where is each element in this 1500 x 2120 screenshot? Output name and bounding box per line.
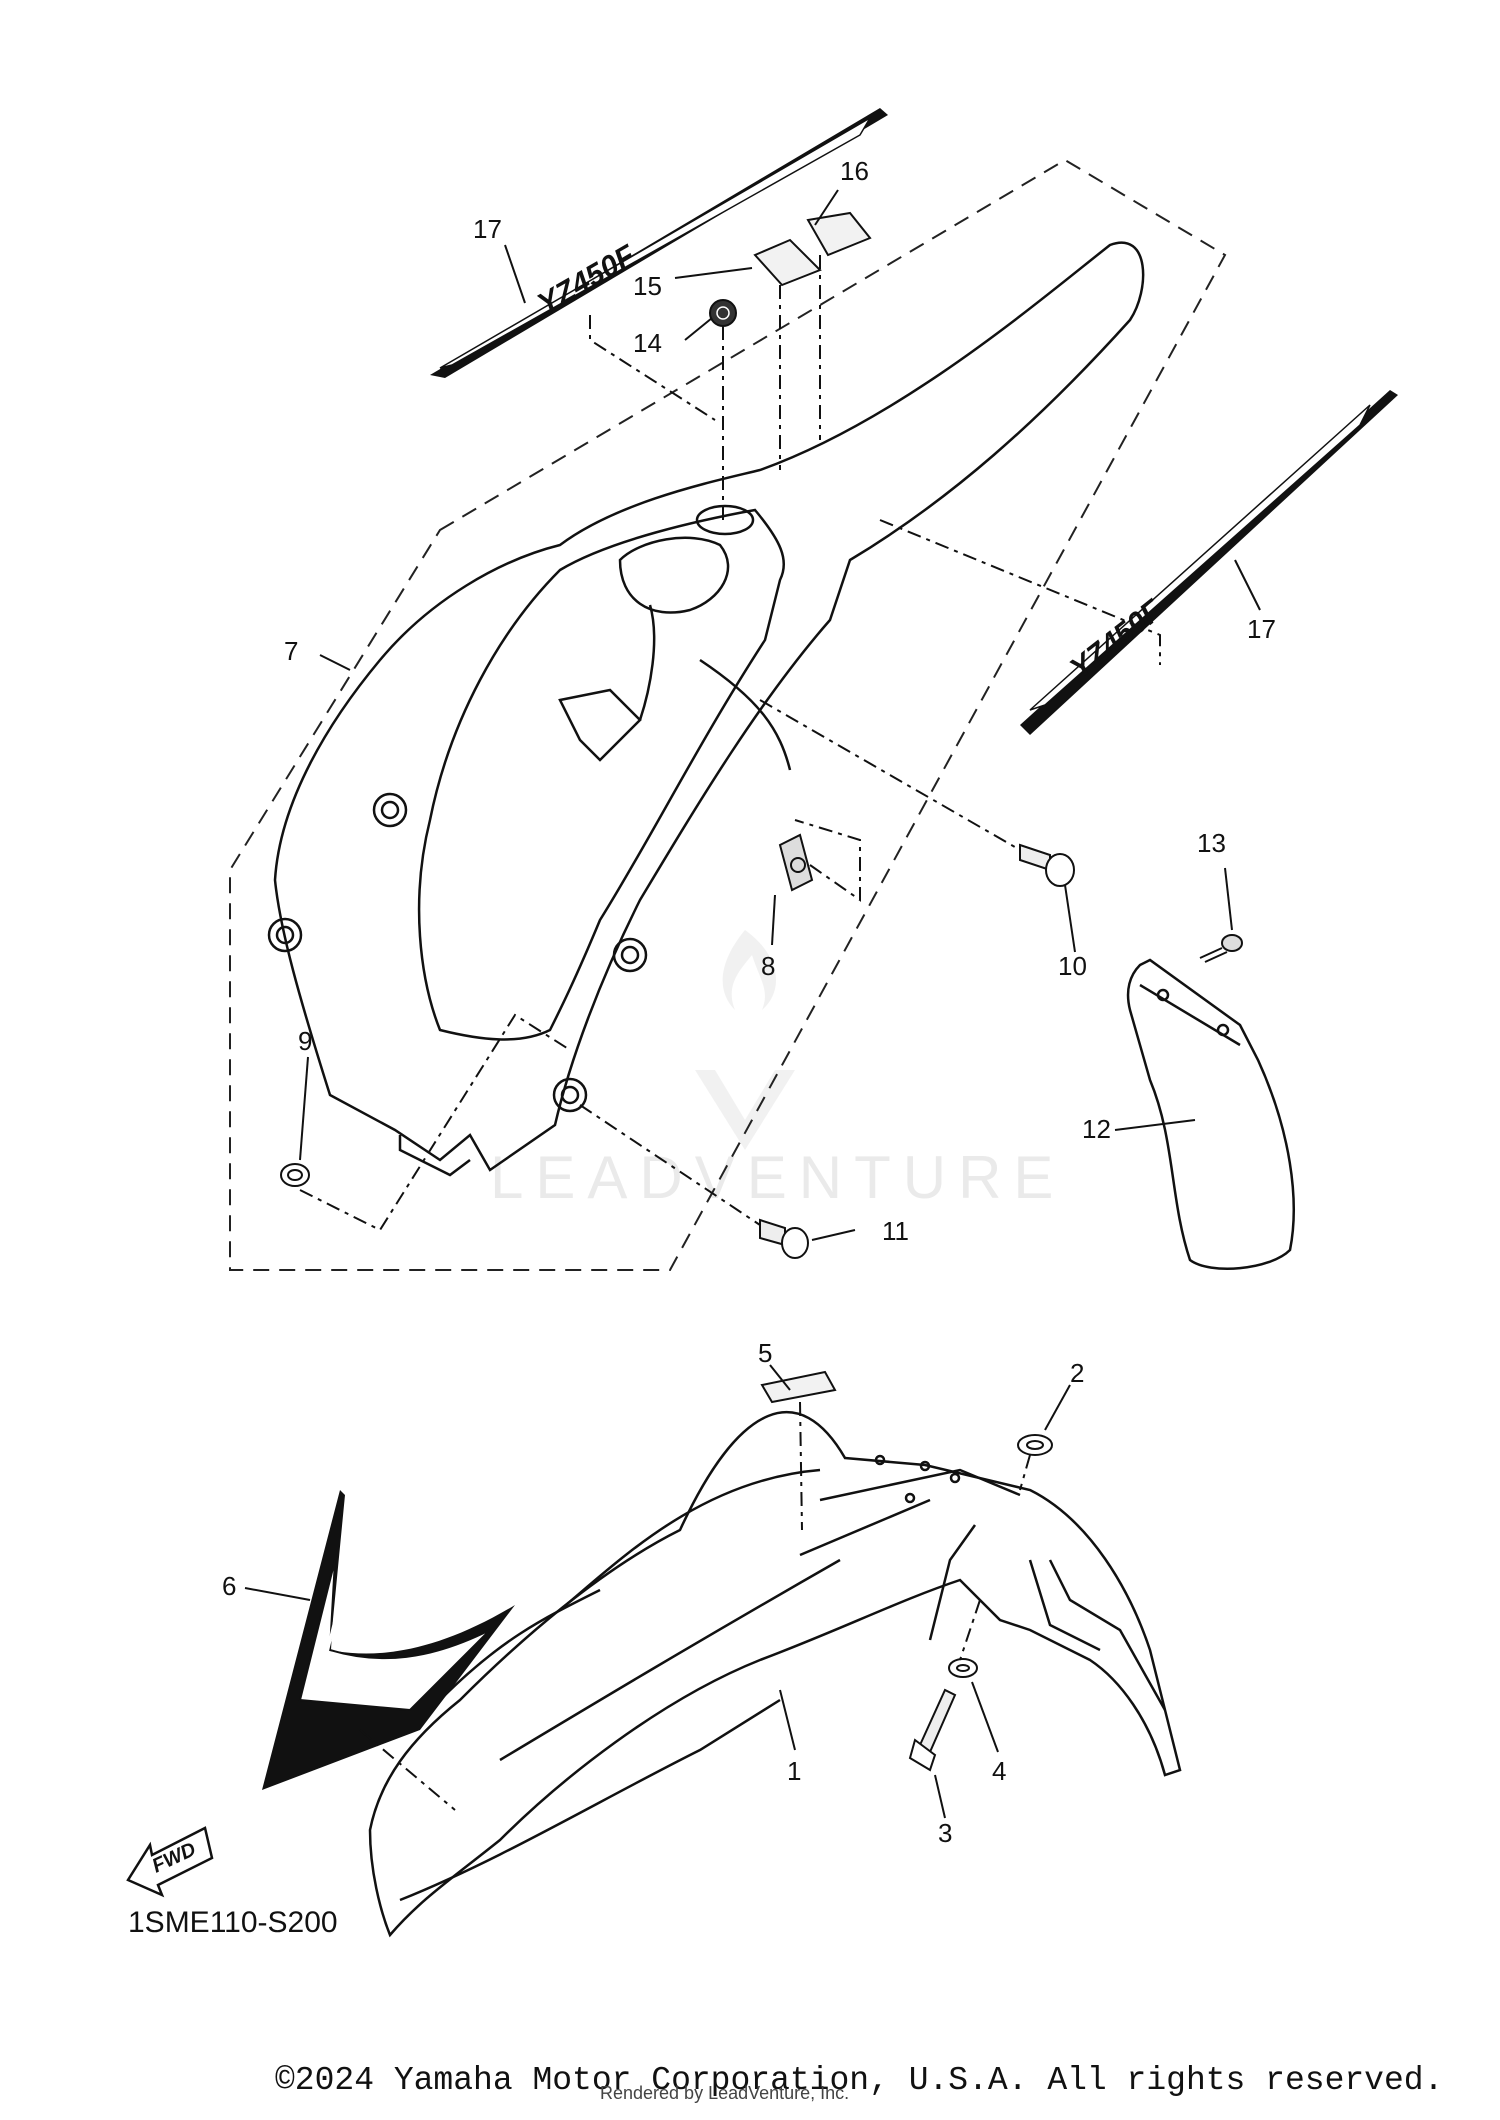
screw-13 [1199,934,1243,963]
bolt-10 [759,699,1075,887]
callout-12: 12 [1082,1114,1111,1144]
bolt-3 [918,1688,957,1754]
plate-decals [709,211,872,520]
watermark-text: LEADVENTURE [490,1144,1065,1211]
decal-text-right: YZ450F [1064,593,1169,685]
callout-14: 14 [633,328,662,358]
decal-16 [806,211,872,257]
callout-17b: 17 [1247,614,1276,644]
callout-leaders [244,189,1261,1819]
watermark-v-icon [695,1070,795,1150]
callout-5: 5 [758,1338,772,1368]
clip-nut [778,819,861,902]
mud-flap [1126,958,1295,1270]
callout-2: 2 [1070,1358,1084,1388]
watermark-flame-icon [722,930,777,1010]
side-decal-left: YZ450F [430,108,888,421]
callout-15: 15 [633,271,662,301]
fwd-arrow-icon: FWD [126,1826,214,1898]
callout-16: 16 [840,156,869,186]
callout-6: 6 [222,1571,236,1601]
callout-10: 10 [1058,951,1087,981]
label-5 [760,1370,837,1404]
diagram-code: 1SME110-S200 [128,1906,338,1939]
bolt-11 [579,1104,809,1259]
callout-11: 11 [882,1216,909,1246]
decal-text-left: YZ450F [532,239,642,321]
callout-8: 8 [761,951,775,981]
leadventure-watermark: LEADVENTURE [490,930,1065,1211]
callout-9: 9 [298,1026,312,1056]
copyright-notice: ©2024 Yamaha Motor Corporation, U.S.A. A… [275,2062,1444,2099]
callout-13: 13 [1197,828,1226,858]
callout-7: 7 [284,636,298,666]
front-fender [368,1410,1182,1938]
fender-parts [760,1370,1053,1772]
callout-3: 3 [938,1818,952,1848]
number-plate [267,241,1145,1177]
grommet-2 [1017,1434,1053,1456]
grommet-9 [280,1013,571,1232]
decal-15 [753,238,822,287]
rendered-by-credit: Rendered by LeadVenture, Inc. [600,2083,850,2103]
callout-17a: 17 [473,214,502,244]
emblem-14 [709,299,737,327]
fender-graphic [262,1490,515,1811]
callout-1: 1 [787,1756,801,1786]
assembly-boundary [229,158,1227,1271]
callout-4: 4 [992,1756,1006,1786]
side-decal-right: YZ450F [879,390,1398,735]
washer-4 [948,1658,978,1678]
